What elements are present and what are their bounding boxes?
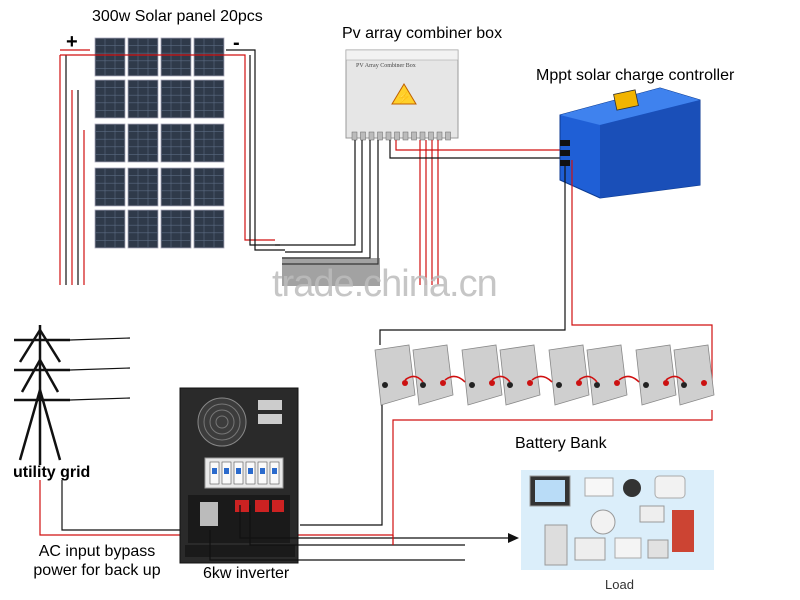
battery <box>461 344 503 406</box>
solar-panel <box>160 37 192 77</box>
utility-pole <box>14 325 131 465</box>
mppt-controller-label: Mppt solar charge controller <box>536 67 735 84</box>
svg-text:⚡: ⚡ <box>397 91 411 104</box>
arrow-icon <box>508 533 519 543</box>
ac-input-line1: AC input bypass <box>38 543 156 560</box>
microwave-icon <box>584 477 614 497</box>
mppt-battery-wiring <box>379 160 713 395</box>
solar-panel <box>193 79 225 119</box>
ac-input-label: AC input bypass power for back up <box>27 542 167 580</box>
solar-panel <box>94 79 126 119</box>
solar-panel <box>160 167 192 207</box>
fan-appliance-icon <box>590 509 616 535</box>
watermark: trade.china.cn <box>272 263 498 305</box>
battery <box>586 344 628 406</box>
combiner-box: ⚡ <box>345 49 459 141</box>
solar-panel <box>127 123 159 163</box>
inverter <box>179 387 299 564</box>
battery <box>499 344 541 406</box>
warning-icon <box>391 83 417 105</box>
solar-panel <box>127 79 159 119</box>
positive-sign: + <box>66 31 78 53</box>
ac-input-line2: power for back up <box>33 562 161 579</box>
battery <box>673 344 715 406</box>
solar-panel <box>193 209 225 249</box>
solar-panel <box>193 123 225 163</box>
load-label: Load <box>605 577 634 592</box>
solar-panel <box>94 167 126 207</box>
solar-panel <box>193 37 225 77</box>
solar-panel <box>127 167 159 207</box>
panel-wiring <box>59 49 285 285</box>
battery <box>635 344 677 406</box>
solar-panel <box>127 37 159 77</box>
utility-grid-label: utility grid <box>13 464 91 481</box>
solar-panel <box>94 209 126 249</box>
combiner-wiring <box>275 140 565 285</box>
mppt-controller <box>559 87 701 199</box>
junction-box <box>282 258 380 286</box>
rice-cooker-icon <box>654 475 686 499</box>
solar-panel-array <box>94 37 225 249</box>
combiner-box-label: Pv array combiner box <box>342 25 503 42</box>
battery <box>548 344 590 406</box>
inverter-label: 6kw inverter <box>203 565 290 582</box>
combiner-face-text: PV Array Combiner Box <box>356 63 416 69</box>
fan-icon <box>197 397 247 447</box>
solar-panel <box>160 209 192 249</box>
grid-wiring <box>39 480 190 536</box>
display-icon <box>613 89 639 111</box>
solar-panel <box>127 209 159 249</box>
battery-bank <box>374 344 715 406</box>
fridge-icon <box>672 510 694 552</box>
solar-panels-label: 300w Solar panel 20pcs <box>92 8 263 25</box>
battery-bank-label: Battery Bank <box>515 435 607 452</box>
load-appliances <box>521 470 714 570</box>
solar-panel <box>160 79 192 119</box>
negative-sign: - <box>233 32 240 54</box>
solar-panel <box>94 123 126 163</box>
battery <box>374 344 416 406</box>
solar-panel <box>94 37 126 77</box>
washer-icon <box>544 524 568 566</box>
iron-icon <box>623 479 641 497</box>
solar-panel <box>160 123 192 163</box>
battery <box>412 344 454 406</box>
solar-panel <box>193 167 225 207</box>
inverter-load-wiring <box>209 505 519 561</box>
battery-inverter-wiring <box>295 405 713 536</box>
printer-icon <box>639 505 665 523</box>
